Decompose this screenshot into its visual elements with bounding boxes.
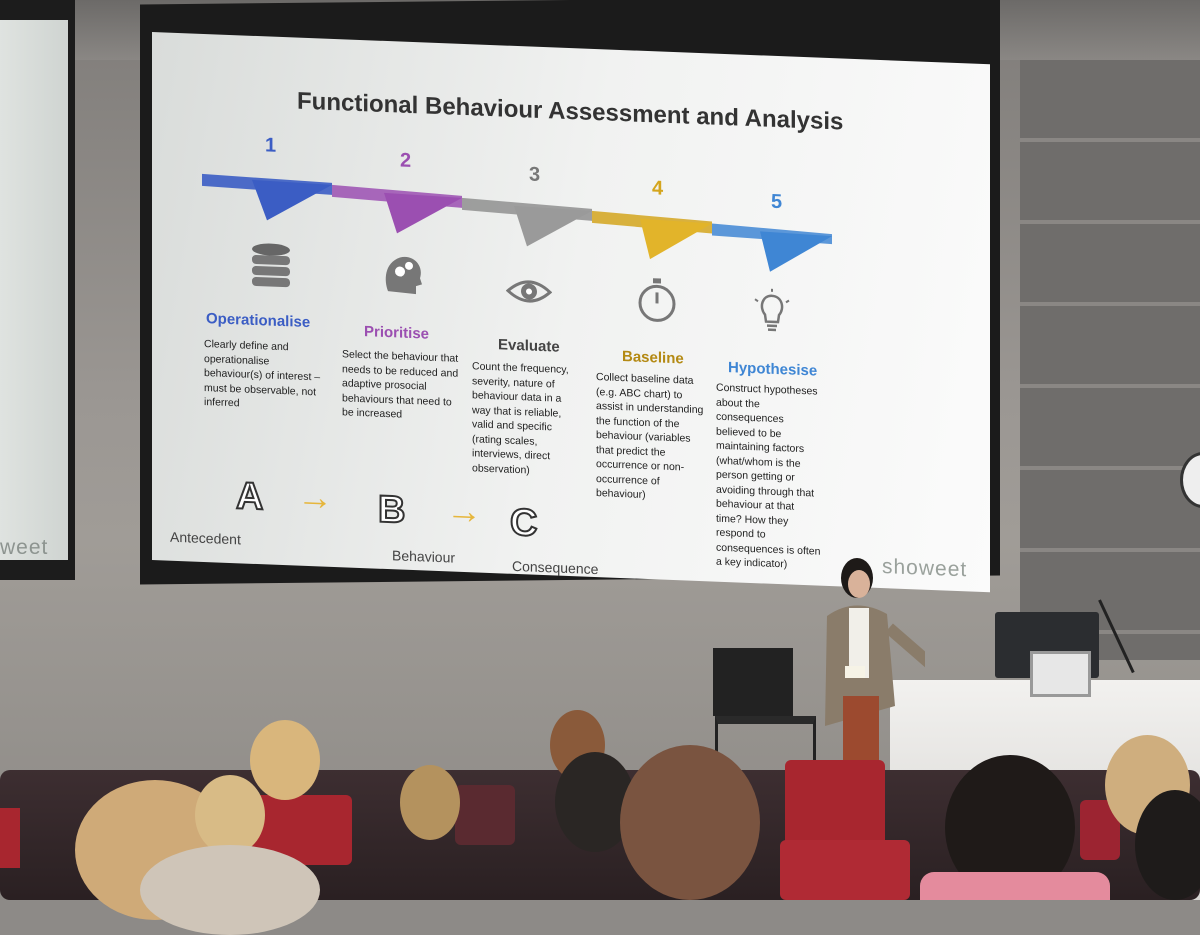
lightbulb-icon [749, 287, 795, 335]
ribbon-pennant-3 [514, 206, 592, 249]
audience-member-shirt [920, 872, 1110, 900]
step-desc-evaluate: Count the frequency, severity, nature of… [472, 359, 572, 479]
presentation-slide: Functional Behaviour Assessment and Anal… [152, 32, 990, 592]
arrow-right-icon: → [297, 476, 333, 519]
step-desc-operationalise: Clearly define and operationalise behavi… [204, 337, 322, 414]
ribbon-pennant-4 [640, 219, 712, 262]
stage-chair [713, 648, 793, 716]
abc-letter-b: B [378, 489, 405, 533]
left-screen-brand: weet [0, 536, 48, 560]
seat [0, 808, 20, 868]
step-title-evaluate: Evaluate [498, 336, 560, 355]
ribbon-pennant-5 [760, 231, 832, 274]
database-icon [248, 241, 294, 289]
step-number-1: 1 [265, 134, 276, 157]
abc-label-behaviour: Behaviour [392, 547, 455, 565]
arrow-right-icon: → [446, 489, 482, 532]
abc-label-consequence: Consequence [512, 558, 598, 577]
ribbon-pennant-2 [384, 193, 462, 236]
head-gears-icon [380, 251, 426, 299]
eye-icon [506, 268, 552, 316]
step-title-prioritise: Prioritise [364, 323, 429, 342]
step-desc-hypothesise: Construct hypotheses about the consequen… [716, 381, 822, 574]
ribbon-pennant-1 [252, 180, 332, 223]
abc-letter-a: A [236, 475, 263, 519]
audience-member [400, 765, 460, 840]
seat [455, 785, 515, 845]
seat [780, 840, 910, 900]
slide-title: Functional Behaviour Assessment and Anal… [297, 88, 843, 137]
audience-member [250, 720, 320, 800]
audience-member [620, 745, 760, 900]
audience-member [140, 845, 320, 935]
abc-letter-c: C [510, 502, 537, 546]
stopwatch-icon [634, 277, 680, 325]
step-desc-prioritise: Select the behaviour that needs to be re… [342, 347, 464, 424]
audience-member [195, 775, 265, 855]
step-desc-baseline: Collect baseline data (e.g. ABC chart) t… [596, 370, 704, 505]
step-title-operationalise: Operationalise [206, 310, 310, 331]
left-projection-screen: weet [0, 0, 75, 580]
step-title-baseline: Baseline [622, 348, 684, 367]
presenter [805, 556, 925, 766]
acoustic-wall-panels [1020, 60, 1200, 660]
step-title-hypothesise: Hypothesise [728, 359, 817, 379]
abc-label-antecedent: Antecedent [170, 529, 241, 548]
lectern-tablet [1030, 651, 1091, 697]
seat [785, 760, 885, 850]
